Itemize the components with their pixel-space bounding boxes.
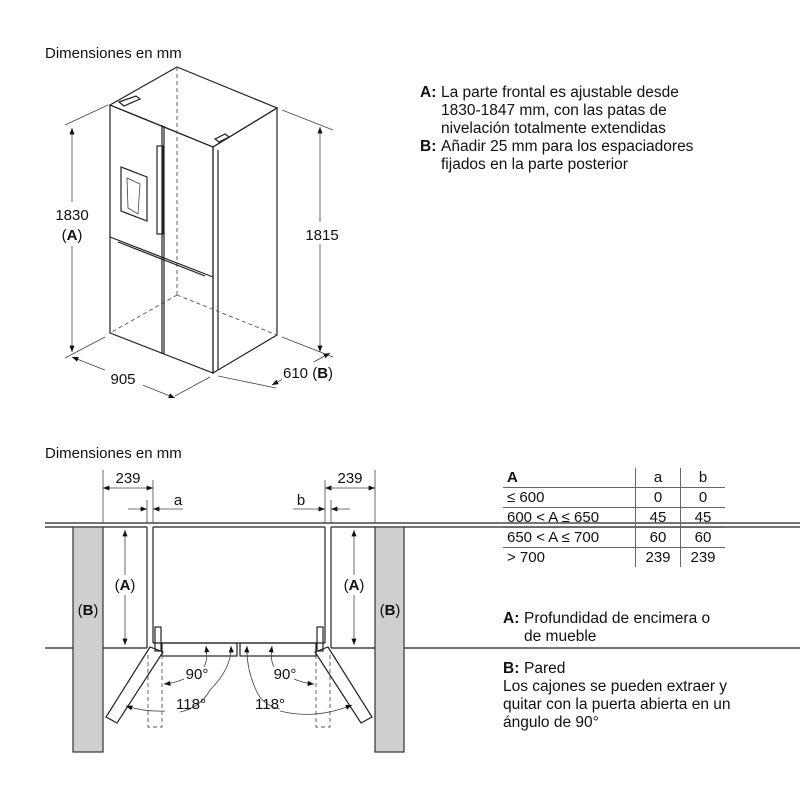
notes-top: A: La parte frontal es ajustable desde 1… bbox=[420, 84, 693, 174]
dim-left-239: 239 bbox=[115, 470, 140, 487]
note-key: B: bbox=[503, 660, 520, 677]
note-line: Pared bbox=[524, 660, 566, 677]
fridge-drawing bbox=[64, 66, 334, 399]
cell: 239 bbox=[635, 547, 681, 567]
note-text: La parte frontal es ajustable desde 1830… bbox=[441, 84, 679, 138]
note-b: B: Pared bbox=[503, 660, 731, 678]
dim-right-239: 239 bbox=[337, 470, 362, 487]
bottom-heading: Dimensiones en mm bbox=[45, 445, 182, 462]
gap-a-label: a bbox=[174, 492, 183, 509]
note-a: A: La parte frontal es ajustable desde 1… bbox=[420, 84, 693, 138]
angle-118-left: 118° bbox=[176, 696, 206, 713]
cell: 650 < A ≤ 700 bbox=[503, 527, 636, 548]
height-back-value: 1815 bbox=[305, 227, 338, 244]
note-b: B: Añadir 25 mm para los espaciadores fi… bbox=[420, 138, 693, 174]
note-line: Añadir 25 mm para los espaciadores bbox=[441, 138, 694, 155]
top-heading: Dimensiones en mm bbox=[45, 45, 182, 62]
note-line: nivelación totalmente extendidas bbox=[441, 120, 666, 137]
note-key: B: bbox=[420, 138, 437, 155]
table-header: A a b bbox=[503, 468, 725, 488]
note-line: ángulo de 90° bbox=[503, 714, 599, 731]
note-text: Añadir 25 mm para los espaciadores fijad… bbox=[441, 138, 693, 174]
angle-90-right: 90° bbox=[274, 666, 297, 683]
note-line: Los cajones se pueden extraer y bbox=[503, 678, 728, 695]
header-b: b bbox=[680, 468, 725, 488]
gap-b-label: b bbox=[297, 492, 305, 509]
note-line: Profundidad de encimera o bbox=[524, 610, 711, 627]
plan-drawing bbox=[45, 470, 800, 753]
cell: 600 < A ≤ 650 bbox=[503, 507, 636, 528]
note-line: 1830-1847 mm, con las patas de bbox=[441, 102, 667, 119]
depth-a-left: (A) bbox=[115, 577, 136, 594]
cell: 239 bbox=[680, 547, 725, 567]
cell: 45 bbox=[635, 507, 681, 528]
width-value: 905 bbox=[110, 371, 135, 388]
note-key: A: bbox=[503, 610, 520, 627]
note-key: A: bbox=[420, 84, 437, 101]
angle-90-left: 90° bbox=[186, 666, 209, 683]
notes-bottom: A: Profundidad de encimera o de mueble B… bbox=[503, 610, 731, 732]
cell: 0 bbox=[635, 487, 681, 508]
height-a-label: (A) bbox=[62, 227, 83, 244]
note-line: fijados en la parte posterior bbox=[441, 156, 628, 173]
note-line: La parte frontal es ajustable desde bbox=[441, 84, 679, 101]
header-a-range: A bbox=[503, 468, 636, 488]
wall-left bbox=[72, 526, 104, 753]
cell: ≤ 600 bbox=[503, 487, 636, 508]
depth-a-right: (A) bbox=[344, 577, 365, 594]
wall-right bbox=[374, 526, 405, 753]
cell: 60 bbox=[635, 527, 681, 548]
note-line: de mueble bbox=[524, 628, 597, 645]
angle-118-right: 118° bbox=[255, 696, 285, 713]
wall-b-right-label: (B) bbox=[380, 602, 401, 619]
cell: 60 bbox=[680, 527, 725, 548]
wall-b-left-label: (B) bbox=[78, 602, 99, 619]
depth-value: 610 (B) bbox=[283, 365, 333, 382]
note-text: Profundidad de encimera o de mueble bbox=[524, 610, 710, 646]
note-line: quitar con la puerta abierta en un bbox=[503, 696, 731, 713]
header-a: a bbox=[635, 468, 681, 488]
cell: > 700 bbox=[507, 549, 545, 566]
cell: 45 bbox=[680, 507, 725, 528]
note-a: A: Profundidad de encimera o de mueble bbox=[503, 610, 731, 646]
cell: 0 bbox=[680, 487, 725, 508]
height-a-value: 1830 bbox=[55, 207, 88, 224]
